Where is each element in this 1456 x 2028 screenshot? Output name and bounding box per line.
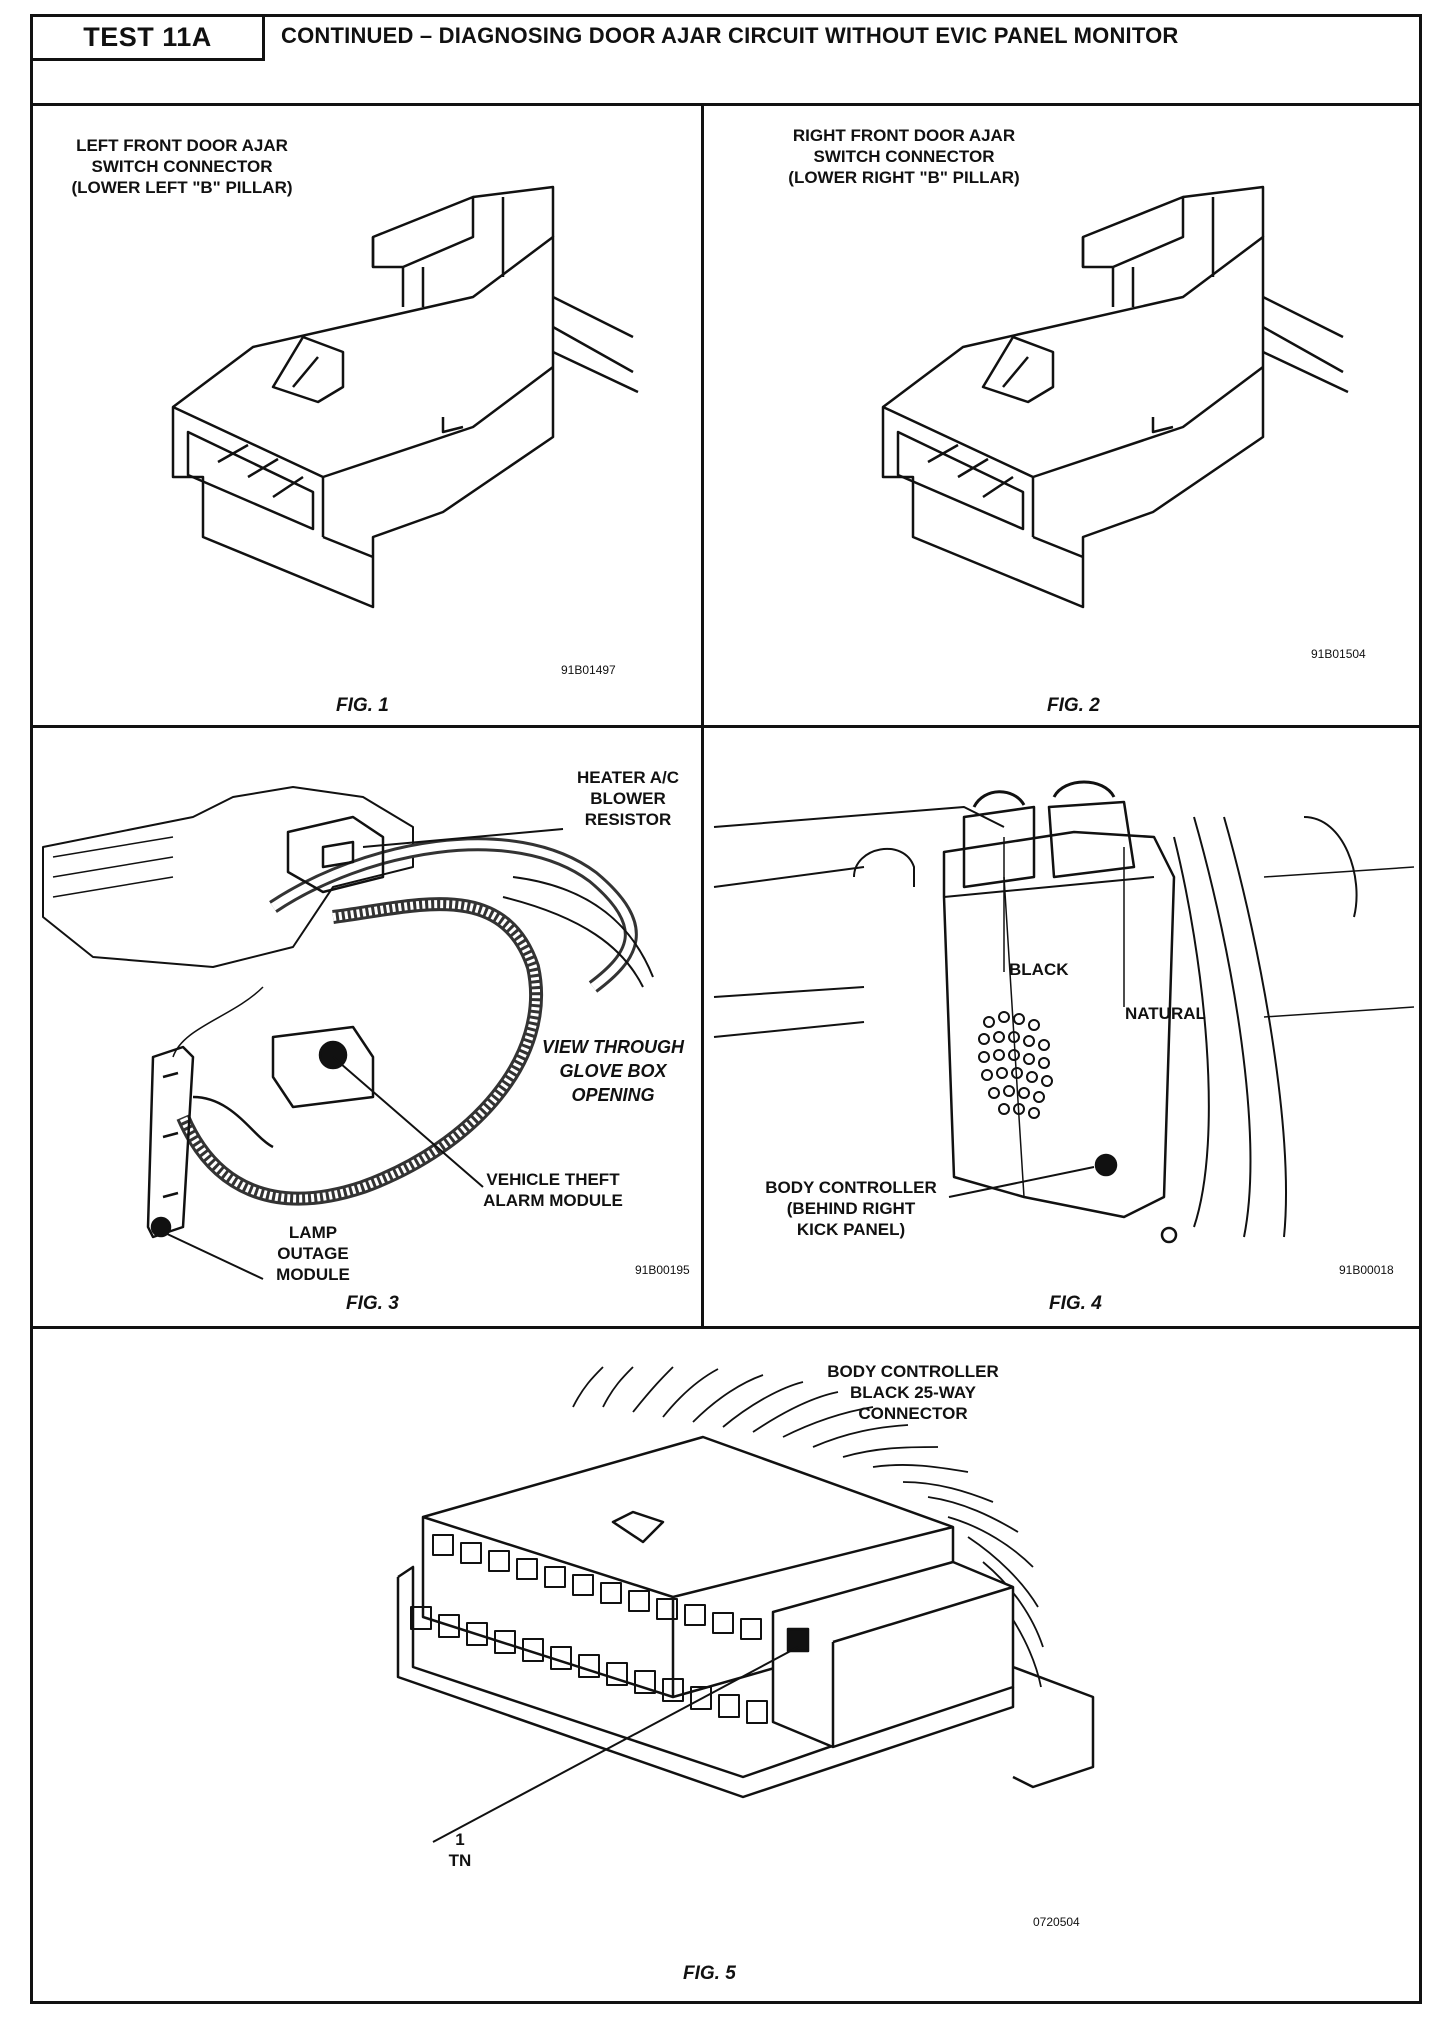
page-header: TEST 11A CONTINUED – DIAGNOSING DOOR AJA… <box>33 17 1419 61</box>
service-manual-page: TEST 11A CONTINUED – DIAGNOSING DOOR AJA… <box>30 14 1422 2004</box>
vehicle-theft-alarm-module-callout: VEHICLE THEFT ALARM MODULE <box>453 1169 653 1211</box>
fig1-reference-code: 91B01497 <box>561 663 616 677</box>
test-id-box: TEST 11A <box>33 17 265 61</box>
view-through-glove-box-note: VIEW THROUGH GLOVE BOX OPENING <box>513 1035 713 1107</box>
fig2-callout-line3: (LOWER RIGHT "B" PILLAR) <box>788 168 1020 187</box>
right-door-ajar-connector-illustration <box>853 177 1353 627</box>
view-note-line2: GLOVE BOX <box>559 1061 667 1081</box>
row1-divider <box>33 725 1419 728</box>
natural-connector-label: NATURAL <box>1125 1004 1206 1023</box>
lamp-outage-module-callout: LAMP OUTAGE MODULE <box>265 1222 361 1285</box>
body-controller-label-line3: KICK PANEL) <box>796 1220 906 1239</box>
fig5-reference-code: 0720504 <box>1033 1915 1080 1929</box>
connector-label-line3: CONNECTOR <box>858 1404 968 1423</box>
fig2-callout: RIGHT FRONT DOOR AJAR SWITCH CONNECTOR (… <box>751 125 1057 188</box>
header-divider <box>33 103 1419 106</box>
fig1-callout: LEFT FRONT DOOR AJAR SWITCH CONNECTOR (L… <box>35 135 329 198</box>
lamp-label-line2: OUTAGE <box>277 1244 349 1263</box>
lamp-label-line3: MODULE <box>276 1265 350 1284</box>
body-controller-25-way-connector-illustration <box>373 1367 1133 1907</box>
fig2-reference-code: 91B01504 <box>1311 647 1366 661</box>
left-door-ajar-connector-illustration <box>143 177 643 627</box>
fig1-callout-line3: (LOWER LEFT "B" PILLAR) <box>71 178 293 197</box>
connector-label-line2: BLACK 25-WAY <box>850 1383 976 1402</box>
body-controller-location-illustration <box>704 757 1422 1317</box>
view-note-line3: OPENING <box>571 1085 655 1105</box>
fig5-caption: FIG. 5 <box>683 1963 736 1984</box>
black-connector-label: BLACK <box>1009 960 1069 979</box>
heater-label-line2: BLOWER <box>590 789 666 808</box>
view-note-line1: VIEW THROUGH <box>542 1037 684 1057</box>
theft-label-line2: ALARM MODULE <box>483 1191 623 1210</box>
fig3-caption: FIG. 3 <box>346 1293 399 1314</box>
fig2-caption: FIG. 2 <box>1047 695 1100 716</box>
glove-box-wiring-illustration <box>33 757 701 1317</box>
connector-label-line1: BODY CONTROLLER <box>827 1362 999 1381</box>
row2-divider <box>33 1326 1419 1329</box>
fig4-reference-code: 91B00018 <box>1339 1263 1394 1277</box>
body-controller-connector-callout: BODY CONTROLLER BLACK 25-WAY CONNECTOR <box>803 1361 1023 1424</box>
fig1-caption: FIG. 1 <box>336 695 389 716</box>
fig1-callout-line2: SWITCH CONNECTOR <box>91 157 273 176</box>
fig2-callout-line2: SWITCH CONNECTOR <box>813 147 995 166</box>
fig2-callout-line1: RIGHT FRONT DOOR AJAR <box>792 126 1016 145</box>
body-controller-label-line1: BODY CONTROLLER <box>765 1178 937 1197</box>
body-controller-callout: BODY CONTROLLER (BEHIND RIGHT KICK PANEL… <box>733 1177 969 1240</box>
heater-label-line3: RESISTOR <box>584 810 672 829</box>
column-divider <box>701 103 704 1326</box>
fig1-callout-line1: LEFT FRONT DOOR AJAR <box>76 136 288 155</box>
theft-label-line1: VEHICLE THEFT <box>486 1170 620 1189</box>
heater-ac-blower-resistor-callout: HEATER A/C BLOWER RESISTOR <box>553 767 703 830</box>
heater-label-line1: HEATER A/C <box>577 768 679 787</box>
fig4-caption: FIG. 4 <box>1049 1293 1102 1314</box>
lamp-label-line1: LAMP <box>288 1223 338 1242</box>
page-title: CONTINUED – DIAGNOSING DOOR AJAR CIRCUIT… <box>281 23 1179 48</box>
body-controller-label-line2: (BEHIND RIGHT <box>786 1199 916 1218</box>
pin-color: TN <box>448 1851 472 1870</box>
pin-number: 1 <box>455 1830 465 1849</box>
fig3-reference-code: 91B00195 <box>635 1263 690 1277</box>
pin-1-callout: 1 TN <box>445 1829 475 1871</box>
test-id: TEST 11A <box>83 22 212 52</box>
